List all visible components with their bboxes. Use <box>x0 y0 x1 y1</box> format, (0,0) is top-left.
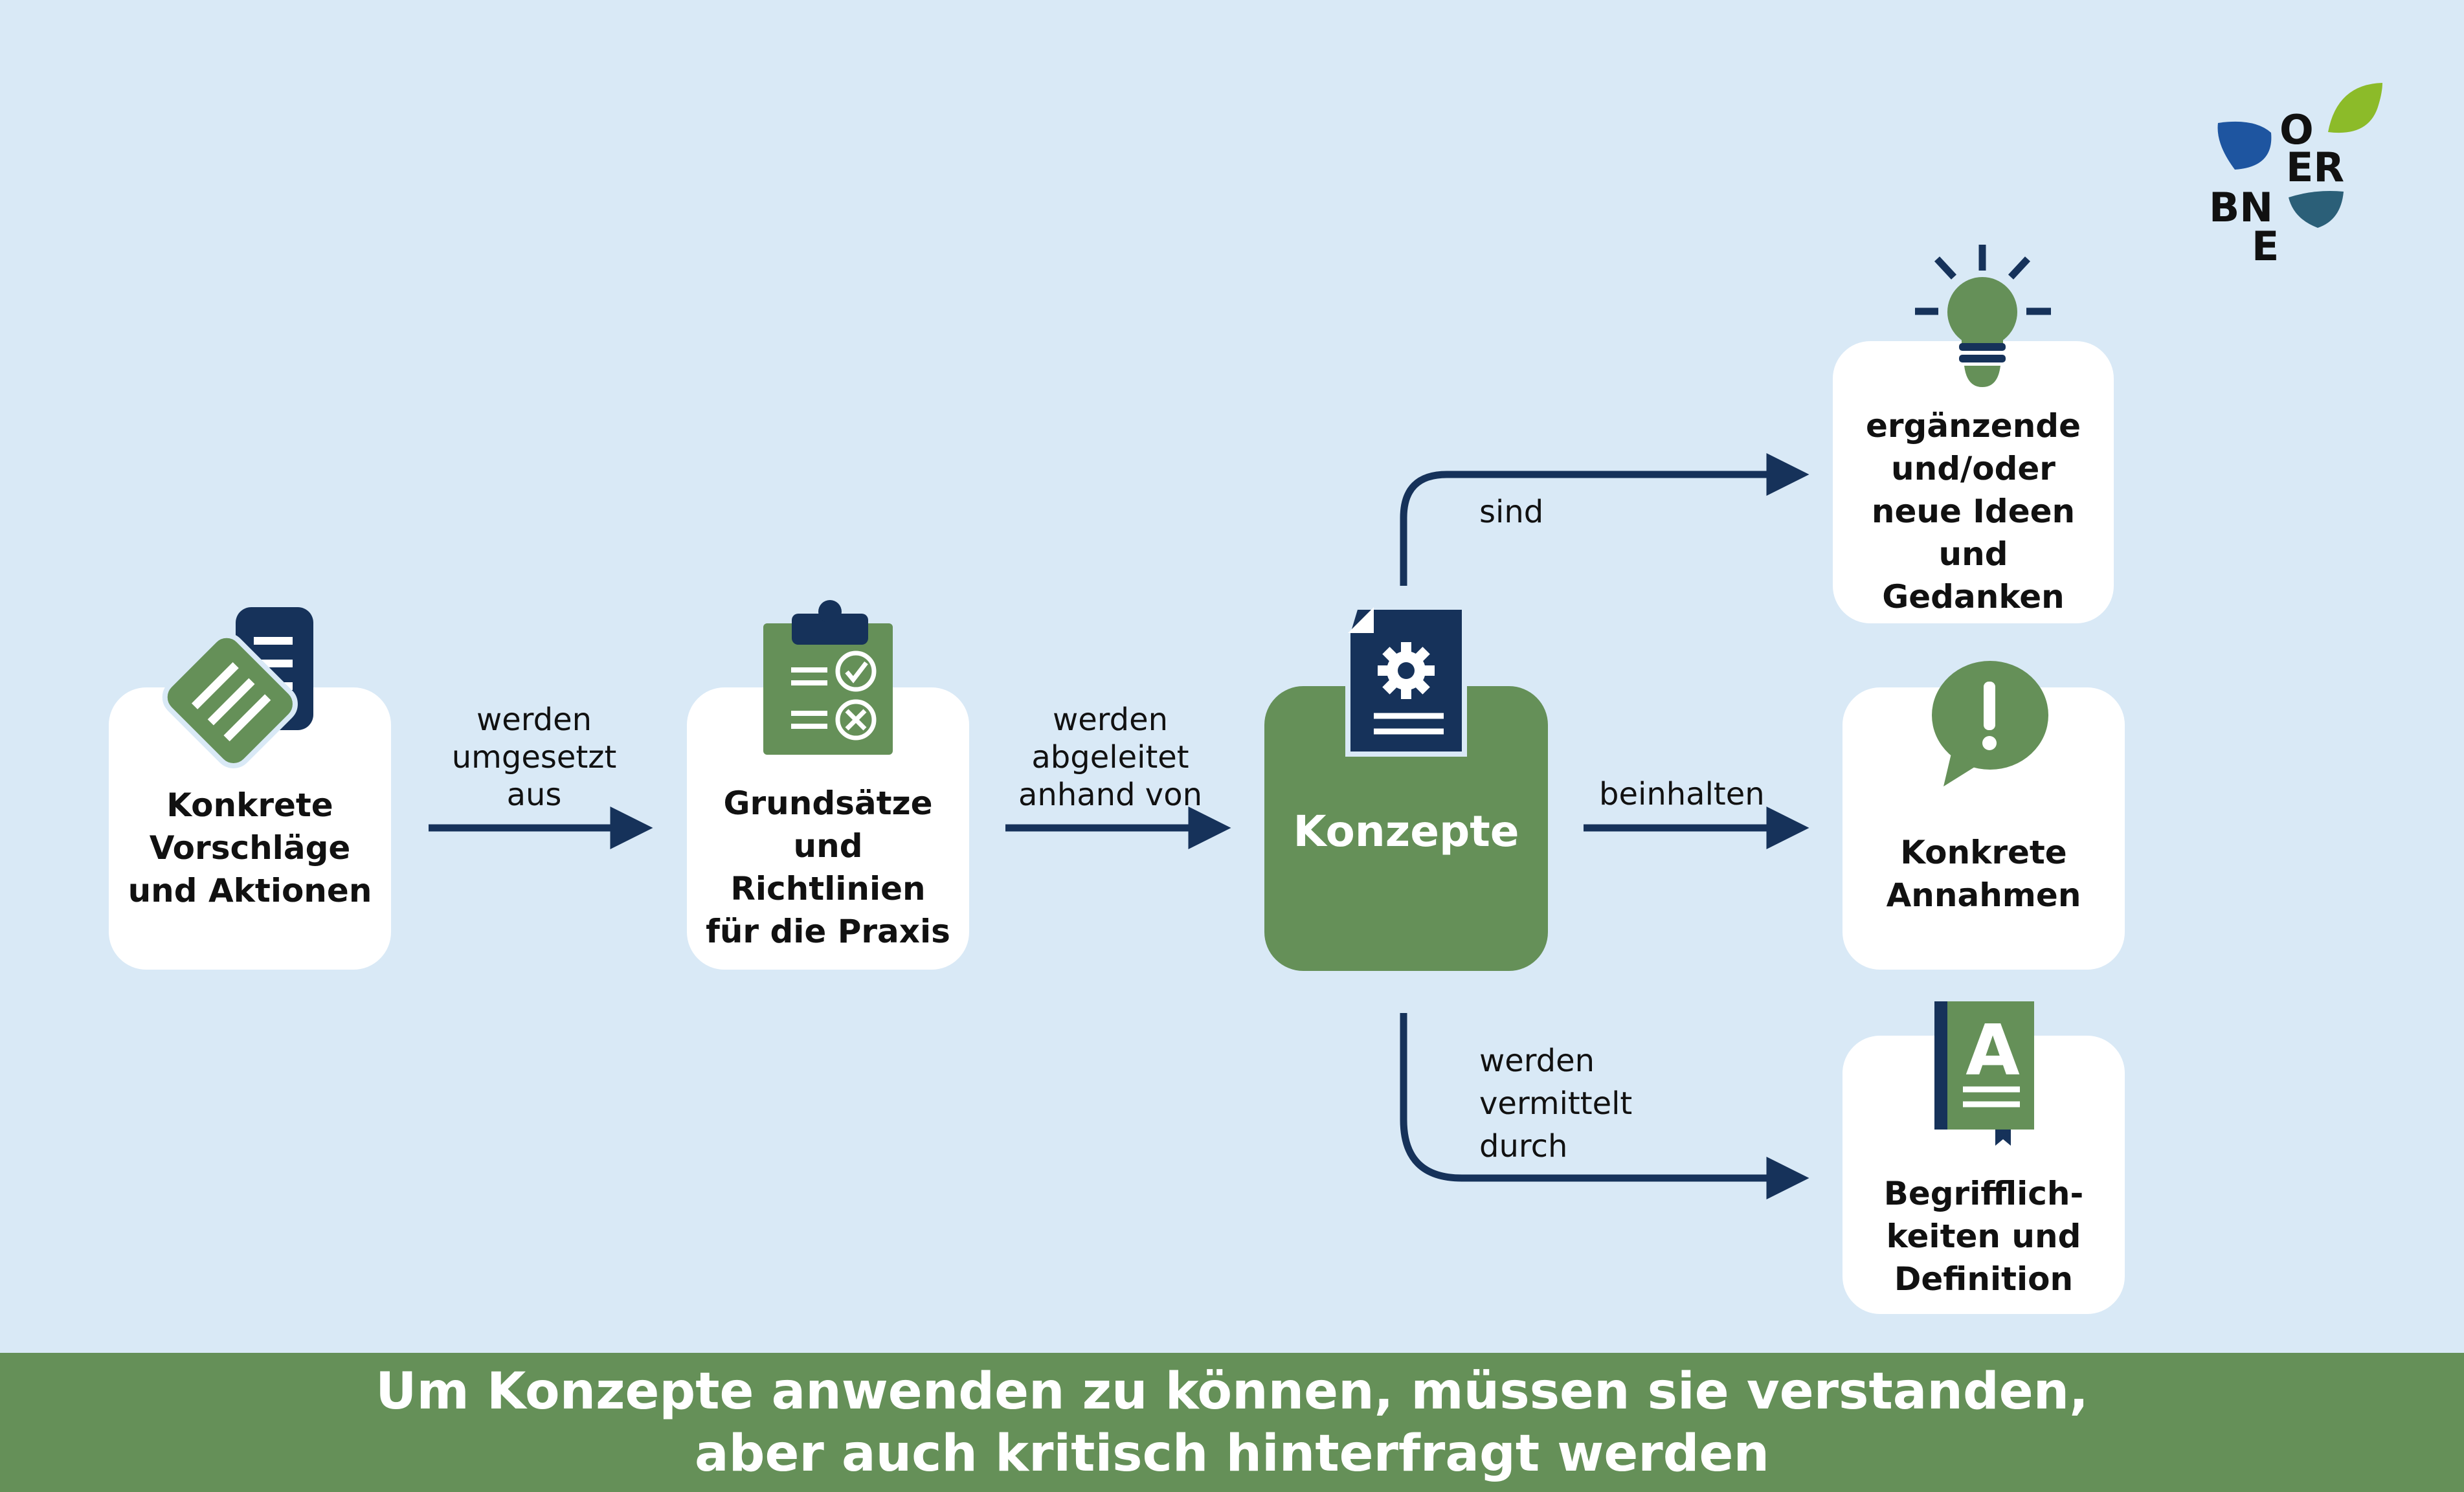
node-konzepte: Konzepte <box>1264 686 1548 971</box>
node-grundsaetze: Grundsätze und Richtlinien für die Praxi… <box>687 687 969 970</box>
edge-label-umgesetzt: werden umgesetzt aus <box>451 702 617 813</box>
logo-letters-er: ER <box>2286 144 2345 191</box>
logo-letter-o: O <box>2279 106 2314 153</box>
arrow-vermittelt <box>1400 1013 1809 1199</box>
edge-label-abgeleitet: werden abgeleitet anhand von <box>1018 702 1202 813</box>
edge-label-sind: sind <box>1479 494 1544 530</box>
edge-label-vermittelt: werden vermittelt durch <box>1479 1043 1633 1164</box>
logo-letters-bn: BN <box>2209 184 2274 231</box>
bottom-banner: Um Konzepte anwenden zu können, müssen s… <box>0 1353 2464 1492</box>
node-ideen: ergänzende und/oder neue Ideen und Gedan… <box>1833 341 2114 623</box>
node-begriffe: Begrifflich- keiten und Definition <box>1842 1036 2125 1314</box>
node-annahmen: Konkrete Annahmen <box>1842 687 2125 970</box>
node-konkrete-vorschlaege: Konkrete Vorschläge und Aktionen <box>109 687 391 970</box>
edge-label-beinhalten: beinhalten <box>1599 776 1765 812</box>
arrow-sind <box>1400 453 1809 586</box>
logo-letter-e: E <box>2252 223 2279 270</box>
